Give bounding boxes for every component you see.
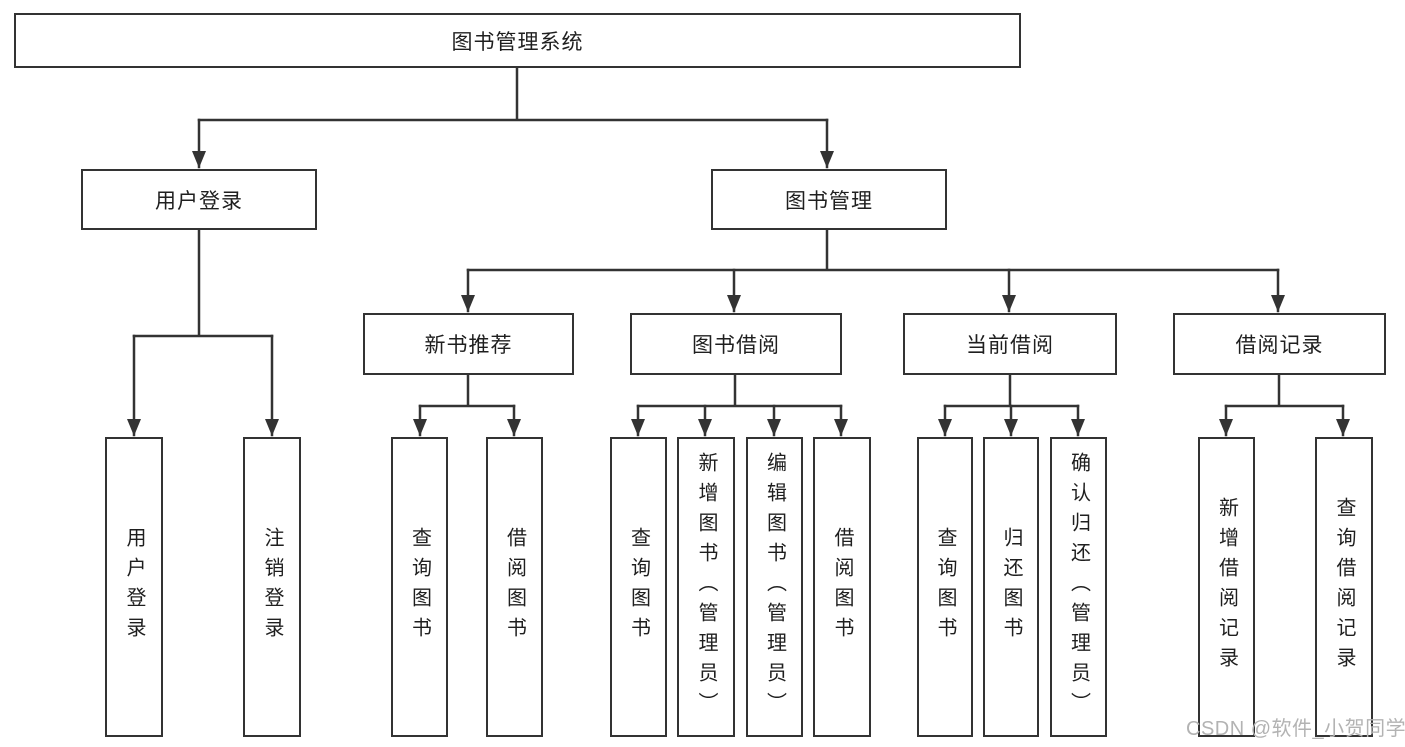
node-label: 图书借阅 [692, 334, 780, 357]
csdn-watermark: CSDN @软件_小贺同学 [1186, 718, 1405, 740]
node-leaf-logout: 注销登录 [243, 437, 301, 737]
node-label: 借阅图书 [831, 527, 853, 647]
node-label: 用户登录 [123, 527, 145, 647]
node-label: 查询图书 [627, 527, 650, 647]
node-current-borrowing: 当前借阅 [903, 313, 1117, 375]
node-new-book-recommend: 新书推荐 [363, 313, 574, 375]
node-book-management: 图书管理 [711, 169, 947, 230]
node-label: 借阅记录 [1235, 334, 1324, 357]
node-label: 当前借阅 [966, 334, 1054, 357]
node-library-management-system: 图书管理系统 [14, 13, 1021, 68]
node-label: 新增图书（管理员） [695, 452, 717, 722]
node-label: 查询图书 [408, 527, 431, 647]
node-label: 查询图书 [934, 527, 956, 647]
node-leaf-query-books-2: 查询图书 [610, 437, 667, 737]
node-user-login-group: 用户登录 [81, 169, 317, 230]
node-label: 图书管理系统 [451, 30, 584, 54]
node-label: 图书管理 [785, 189, 873, 213]
node-label: 查询借阅记录 [1333, 497, 1355, 677]
node-leaf-borrow-books-2: 借阅图书 [813, 437, 871, 737]
node-leaf-add-books-admin: 新增图书（管理员） [677, 437, 735, 737]
node-leaf-user-login: 用户登录 [105, 437, 163, 737]
node-leaf-return-books: 归还图书 [983, 437, 1039, 737]
node-label: 注销登录 [261, 527, 283, 647]
node-borrowing-records: 借阅记录 [1173, 313, 1386, 375]
node-label: 确认归还（管理员） [1067, 452, 1090, 722]
node-leaf-edit-books-admin: 编辑图书（管理员） [746, 437, 803, 737]
node-leaf-add-borrow-record: 新增借阅记录 [1198, 437, 1255, 737]
node-label: 归还图书 [1000, 527, 1022, 647]
node-leaf-query-books-1: 查询图书 [391, 437, 448, 737]
node-label: 编辑图书（管理员） [763, 452, 786, 722]
node-leaf-confirm-return-admin: 确认归还（管理员） [1050, 437, 1107, 737]
node-label: 新增借阅记录 [1215, 497, 1238, 677]
node-leaf-query-borrow-record: 查询借阅记录 [1315, 437, 1373, 737]
node-label: 用户登录 [155, 189, 243, 213]
node-leaf-borrow-books-1: 借阅图书 [486, 437, 543, 737]
node-label: 新书推荐 [424, 334, 513, 357]
node-book-borrowing: 图书借阅 [630, 313, 842, 375]
node-label: 借阅图书 [503, 527, 526, 647]
node-leaf-query-books-3: 查询图书 [917, 437, 973, 737]
